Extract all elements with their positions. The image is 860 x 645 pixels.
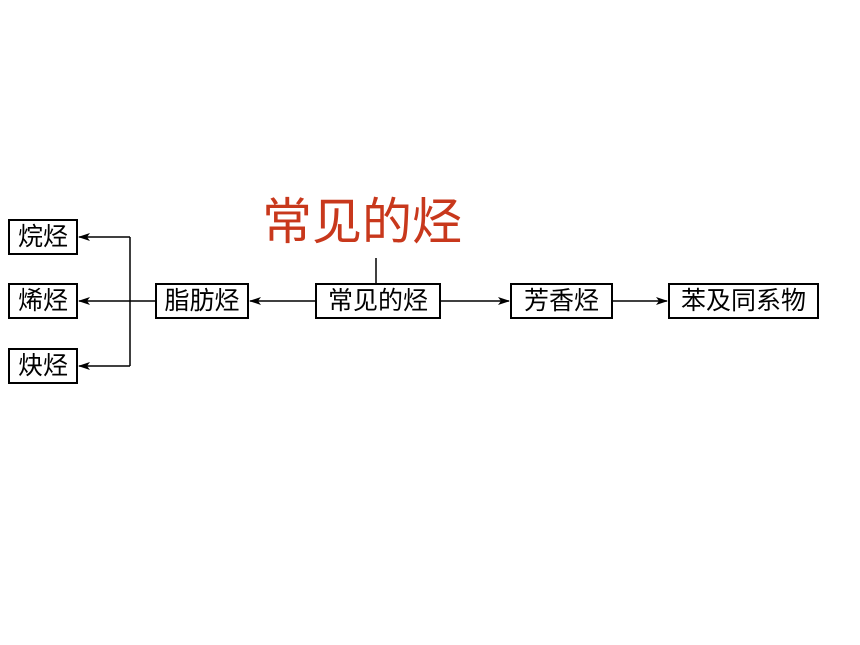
node-alkene: 烯烃: [8, 283, 78, 319]
node-aliphatic: 脂肪烃: [155, 283, 249, 319]
node-root: 常见的烃: [315, 283, 441, 319]
node-alkane: 烷烃: [8, 219, 78, 255]
diagram-title: 常见的烃: [262, 193, 462, 251]
node-alkyne: 炔烃: [8, 348, 78, 384]
node-aromatic: 芳香烃: [510, 283, 613, 319]
node-benzene-homologs: 苯及同系物: [668, 283, 819, 319]
